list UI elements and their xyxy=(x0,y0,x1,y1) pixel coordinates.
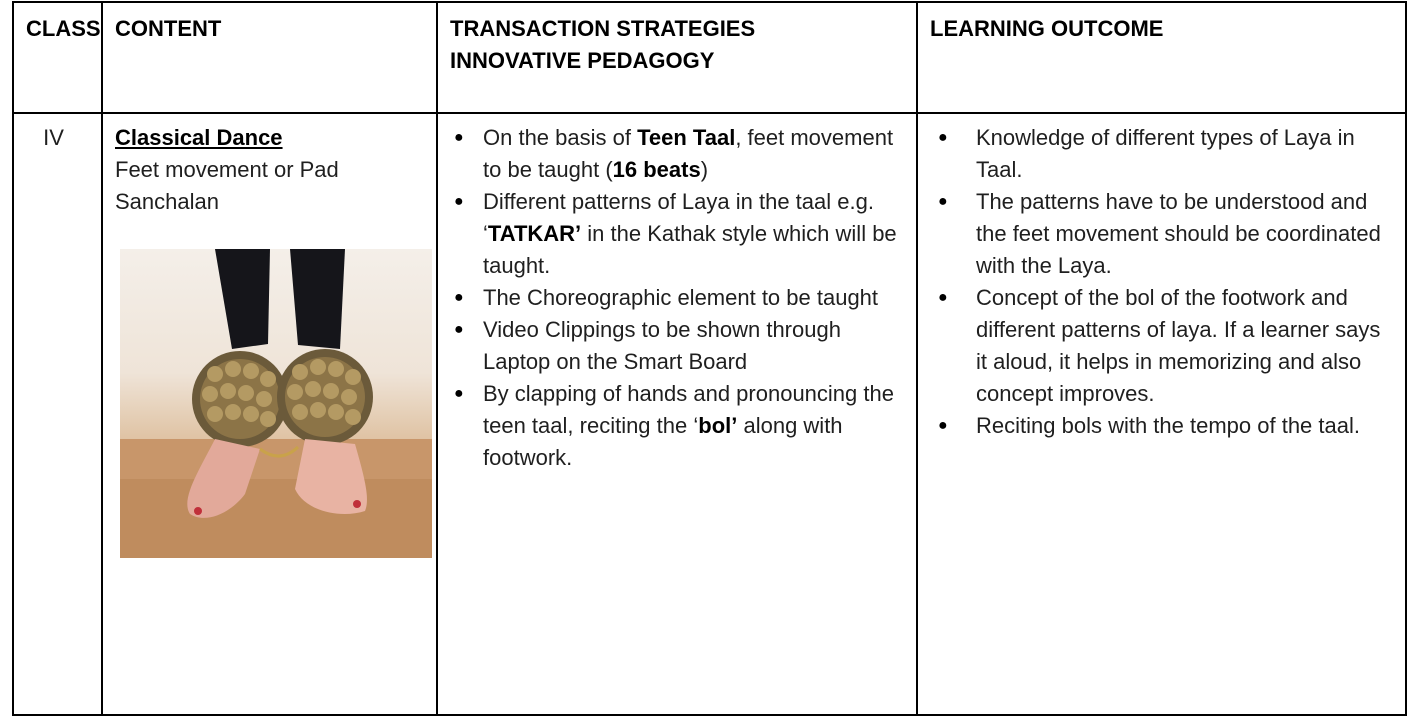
header-row: CLASS CONTENT TRANSACTION STRATEGIES INN… xyxy=(12,1,1407,114)
header-class: CLASS xyxy=(12,1,103,114)
class-cell: IV xyxy=(12,112,103,716)
outcomes-cell: ● Knowledge of different types of Laya i… xyxy=(916,112,1407,716)
bullet-icon: ● xyxy=(454,193,464,210)
header-strategies-line1: TRANSACTION STRATEGIES xyxy=(450,16,756,41)
content-text: Feet movement or Pad Sanchalan xyxy=(115,157,339,214)
bullet-icon: ● xyxy=(454,385,464,402)
list-item: ● Knowledge of different types of Laya i… xyxy=(932,122,1397,186)
list-item: ● The Choreographic element to be taught xyxy=(452,282,908,314)
bullet-icon: ● xyxy=(938,417,948,434)
bullet-icon: ● xyxy=(938,289,948,306)
table-row: IV Classical Dance Feet movement or Pad … xyxy=(12,112,1407,716)
header-outcome: LEARNING OUTCOME xyxy=(916,1,1407,114)
list-item: ● Different patterns of Laya in the taal… xyxy=(452,186,908,282)
bullet-icon: ● xyxy=(454,129,464,146)
bullet-icon: ● xyxy=(938,129,948,146)
list-item: ● Video Clippings to be shown through La… xyxy=(452,314,908,378)
curriculum-table: CLASS CONTENT TRANSACTION STRATEGIES INN… xyxy=(12,1,1407,716)
strategies-list: ● On the basis of Teen Taal, feet moveme… xyxy=(452,122,908,474)
bullet-icon: ● xyxy=(454,321,464,338)
bullet-icon: ● xyxy=(454,289,464,306)
strategies-cell: ● On the basis of Teen Taal, feet moveme… xyxy=(436,112,918,716)
list-item: ● Reciting bols with the tempo of the ta… xyxy=(932,410,1397,442)
list-item: ● The patterns have to be understood and… xyxy=(932,186,1397,282)
list-item: ● By clapping of hands and pronouncing t… xyxy=(452,378,908,474)
content-cell: Classical Dance Feet movement or Pad San… xyxy=(101,112,438,716)
header-strategies: TRANSACTION STRATEGIES INNOVATIVE PEDAGO… xyxy=(436,1,918,114)
bullet-icon: ● xyxy=(938,193,948,210)
list-item: ● On the basis of Teen Taal, feet moveme… xyxy=(452,122,908,186)
outcomes-list: ● Knowledge of different types of Laya i… xyxy=(932,122,1397,442)
header-content: CONTENT xyxy=(101,1,438,114)
ghungroo-feet-illustration xyxy=(120,249,432,558)
content-title: Classical Dance xyxy=(115,125,283,150)
list-item: ● Concept of the bol of the footwork and… xyxy=(932,282,1397,410)
header-strategies-line2: INNOVATIVE PEDAGOGY xyxy=(450,48,715,73)
dance-feet-photo xyxy=(120,249,432,558)
